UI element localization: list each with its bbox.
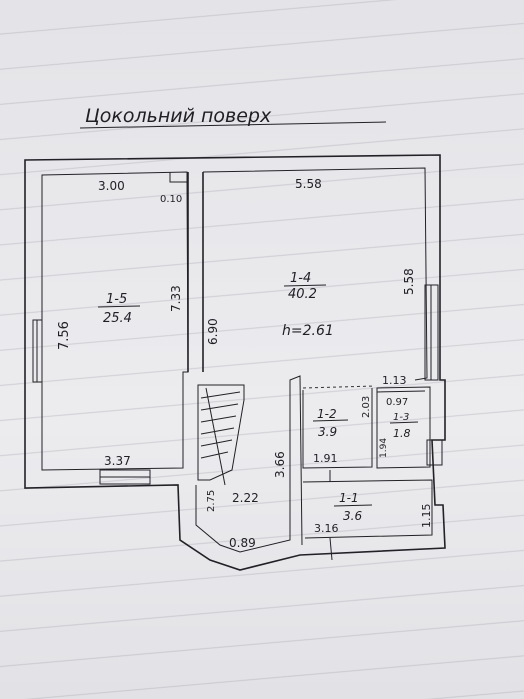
dim-7-33: 7.33 — [169, 285, 183, 312]
dim-1-91: 1.91 — [313, 452, 338, 465]
window-small — [426, 439, 443, 466]
room-1-1-id: 1-1 — [339, 491, 359, 505]
dim-6-90: 6.90 — [206, 318, 220, 345]
room-1-2-area: 3.9 — [318, 425, 337, 439]
room-1-3-area: 1.8 — [393, 427, 411, 440]
dim-3-66: 3.66 — [273, 451, 287, 478]
dim-1-13: 1.13 — [382, 374, 407, 387]
room-1-5-area: 25.4 — [103, 311, 132, 326]
plan-title: Цокольний поверх — [85, 105, 272, 127]
room-1-3-id: 1-3 — [393, 412, 409, 423]
dim-3-37: 3.37 — [104, 454, 131, 468]
outer-wall-inner — [41, 171, 189, 471]
outer-wall — [24, 154, 446, 571]
room-1-3-walls — [376, 386, 431, 469]
dim-1-15: 1.15 — [420, 504, 433, 529]
room-1-4-id: 1-4 — [290, 271, 311, 286]
dim-5-58-top: 5.58 — [295, 177, 322, 191]
room-1-2-walls — [302, 388, 373, 469]
dim-0-97: 0.97 — [386, 397, 408, 408]
dim-7-56: 7.56 — [57, 321, 72, 350]
room-1-4-walls — [202, 167, 428, 381]
dim-2-03: 2.03 — [361, 396, 372, 418]
dim-5-58-side: 5.58 — [402, 268, 416, 295]
room-1-1-area: 3.6 — [343, 509, 362, 523]
room-1-4-area: 40.2 — [288, 287, 317, 302]
room-1-2-id: 1-2 — [317, 407, 337, 421]
room-1-1-walls — [302, 479, 433, 539]
dim-3-16: 3.16 — [314, 522, 339, 535]
staircase — [197, 384, 245, 486]
dim-0-10: 0.10 — [160, 194, 182, 205]
ceiling-height: h=2.61 — [282, 323, 334, 339]
dim-3-00: 3.00 — [98, 179, 125, 193]
dim-2-22: 2.22 — [232, 491, 259, 505]
title-underline — [79, 121, 387, 129]
bay-inner — [195, 375, 303, 553]
dim-2-75: 2.75 — [206, 490, 217, 512]
opening-line — [302, 385, 376, 389]
dim-1-94: 1.94 — [379, 438, 389, 458]
dim-0-89: 0.89 — [229, 536, 256, 550]
room-1-5-id: 1-5 — [106, 292, 127, 307]
